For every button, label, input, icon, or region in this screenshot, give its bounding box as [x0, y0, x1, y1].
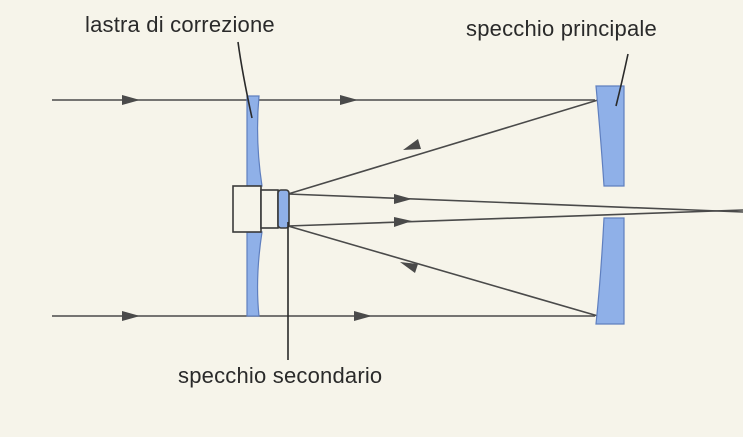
corrector-plate-lower — [246, 231, 263, 317]
housing-inner-cell — [260, 189, 279, 229]
leader-lines — [237, 41, 629, 360]
secondary-mirror-label: specchio secondario — [178, 363, 383, 388]
leader-primary — [615, 53, 629, 107]
corrector-plate-upper — [246, 95, 263, 187]
arrow-reflected-top — [403, 139, 421, 150]
arrow-top-1 — [122, 95, 140, 105]
arrow-reflected-bottom — [400, 262, 418, 273]
housing-left-cell — [232, 185, 262, 233]
ray-bottom-focus — [287, 209, 743, 227]
ray-bottom-reflected — [287, 225, 599, 317]
primary-mirror-lower — [595, 217, 625, 325]
focus-rays — [287, 193, 743, 227]
reflected-rays — [287, 99, 599, 317]
arrow-bottom-1 — [122, 311, 140, 321]
primary-mirror-upper — [595, 85, 625, 187]
arrow-focus-top — [394, 194, 412, 204]
incoming-rays — [52, 99, 595, 317]
corrector-plate-label: lastra di correzione — [85, 12, 275, 37]
primary-mirror-label: specchio principale — [466, 16, 657, 41]
arrow-top-2 — [340, 95, 358, 105]
arrow-focus-bottom — [394, 217, 412, 227]
secondary-mirror — [277, 189, 290, 229]
arrow-bottom-2 — [354, 311, 372, 321]
ray-top-focus — [287, 193, 743, 213]
ray-arrows — [122, 95, 421, 321]
ray-top-reflected — [287, 99, 599, 195]
secondary-housing — [232, 185, 290, 233]
leader-corrector — [237, 41, 253, 119]
